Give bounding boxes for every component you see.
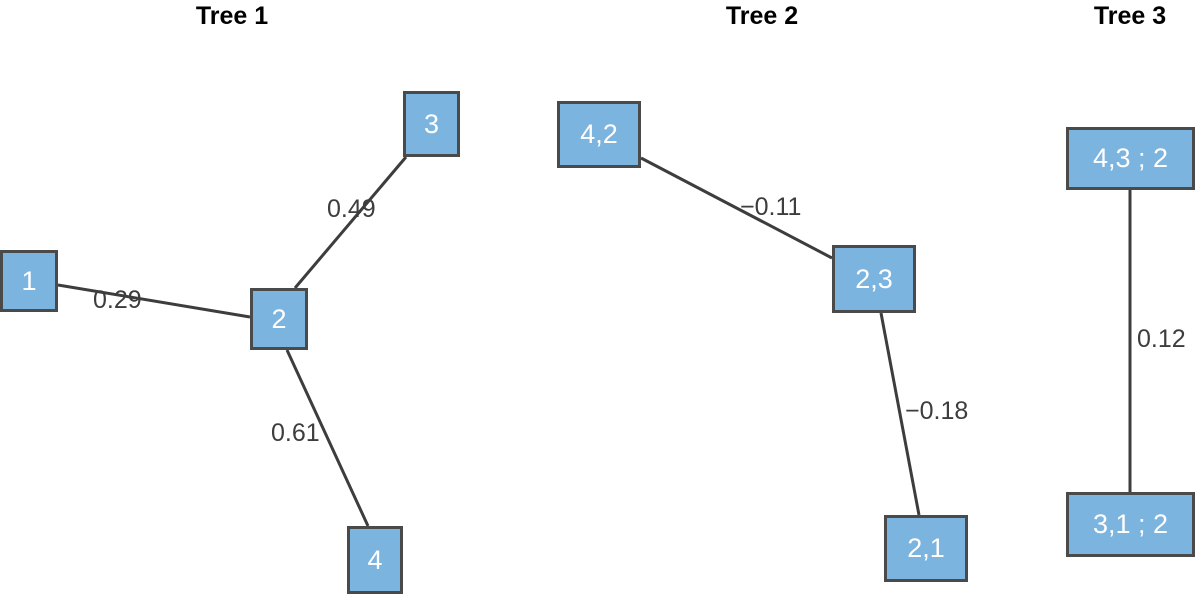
edge-weight-label: 0.12 — [1137, 325, 1186, 353]
tree-node[interactable]: 1 — [0, 250, 58, 312]
edge-weight-label: 0.29 — [93, 286, 142, 314]
tree-title: Tree 3 — [1093, 2, 1167, 30]
edge-weight-label: −0.11 — [740, 193, 802, 221]
tree-node[interactable]: 2,3 — [832, 245, 916, 313]
tree-node[interactable]: 2 — [250, 288, 308, 350]
tree-edge — [57, 283, 251, 319]
edge-weight-label: 0.49 — [327, 195, 376, 223]
tree-node[interactable]: 3,1 ; 2 — [1066, 492, 1195, 557]
tree-title: Tree 2 — [725, 2, 799, 30]
tree-node[interactable]: 4,2 — [557, 101, 641, 168]
tree-node[interactable]: 3 — [403, 91, 460, 157]
tree-edge — [640, 156, 833, 260]
edge-weight-label: 0.61 — [271, 419, 320, 447]
edge-weight-label: −0.18 — [905, 397, 969, 425]
tree-node[interactable]: 2,1 — [884, 515, 968, 582]
tree-title: Tree 1 — [195, 2, 269, 30]
tree-node[interactable]: 4,3 ; 2 — [1066, 127, 1195, 190]
tree-node[interactable]: 4 — [347, 526, 403, 594]
